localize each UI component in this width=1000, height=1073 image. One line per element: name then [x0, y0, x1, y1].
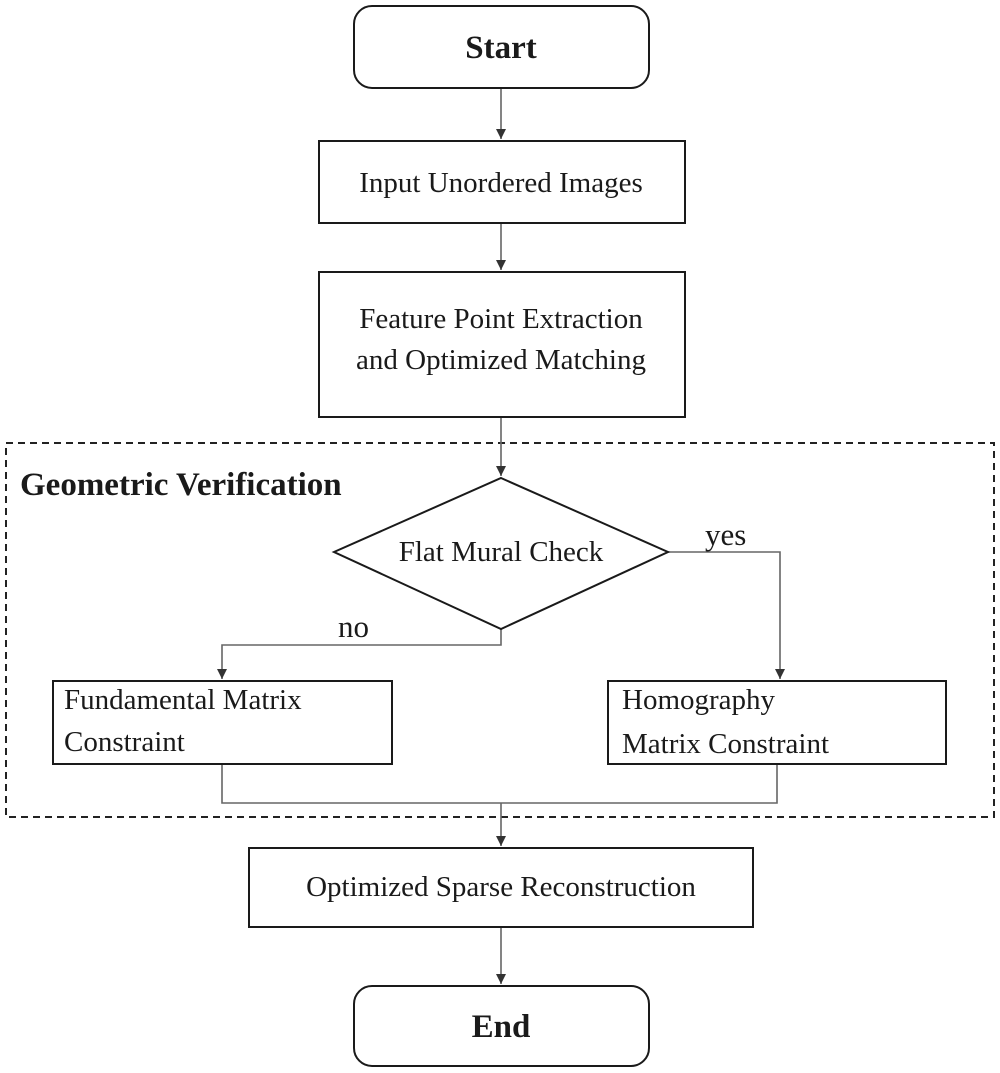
- input-images-box: [318, 140, 686, 224]
- sparse-reconstruction-box: [248, 847, 754, 928]
- end-node: [353, 985, 650, 1067]
- no-branch-label: no: [338, 609, 369, 644]
- geometric-verification-title: Geometric Verification: [20, 467, 342, 503]
- end-label: End: [472, 1009, 531, 1045]
- start-label: Start: [465, 30, 536, 66]
- sparse-reconstruction-label: Optimized Sparse Reconstruction: [306, 871, 696, 903]
- fundamental-matrix-label-line2: Constraint: [64, 726, 185, 758]
- yes-branch-label: yes: [705, 517, 746, 552]
- input-images-label: Input Unordered Images: [359, 167, 642, 199]
- fundamental-matrix-label-line1: Fundamental Matrix: [64, 684, 302, 716]
- feature-extraction-label-line2: and Optimized Matching: [356, 344, 646, 376]
- connector-merge-left: [221, 764, 501, 804]
- flat-mural-check-label: Flat Mural Check: [399, 536, 604, 568]
- homography-matrix-box: [607, 680, 947, 765]
- arrow-decision-no-branch: [217, 629, 502, 679]
- feature-extraction-label-line1: Feature Point Extraction: [359, 303, 643, 335]
- homography-matrix-label-line1: Homography: [622, 684, 776, 716]
- fundamental-matrix-box: [52, 680, 393, 765]
- geometric-verification-region: [5, 442, 995, 818]
- homography-matrix-label-line2: Matrix Constraint: [622, 728, 829, 760]
- connector-merge-right: [501, 764, 778, 804]
- arrow-decision-yes-branch: [668, 551, 785, 679]
- flat-mural-check-decision: [331, 476, 671, 631]
- feature-extraction-box: [318, 271, 686, 418]
- start-node: [353, 5, 650, 89]
